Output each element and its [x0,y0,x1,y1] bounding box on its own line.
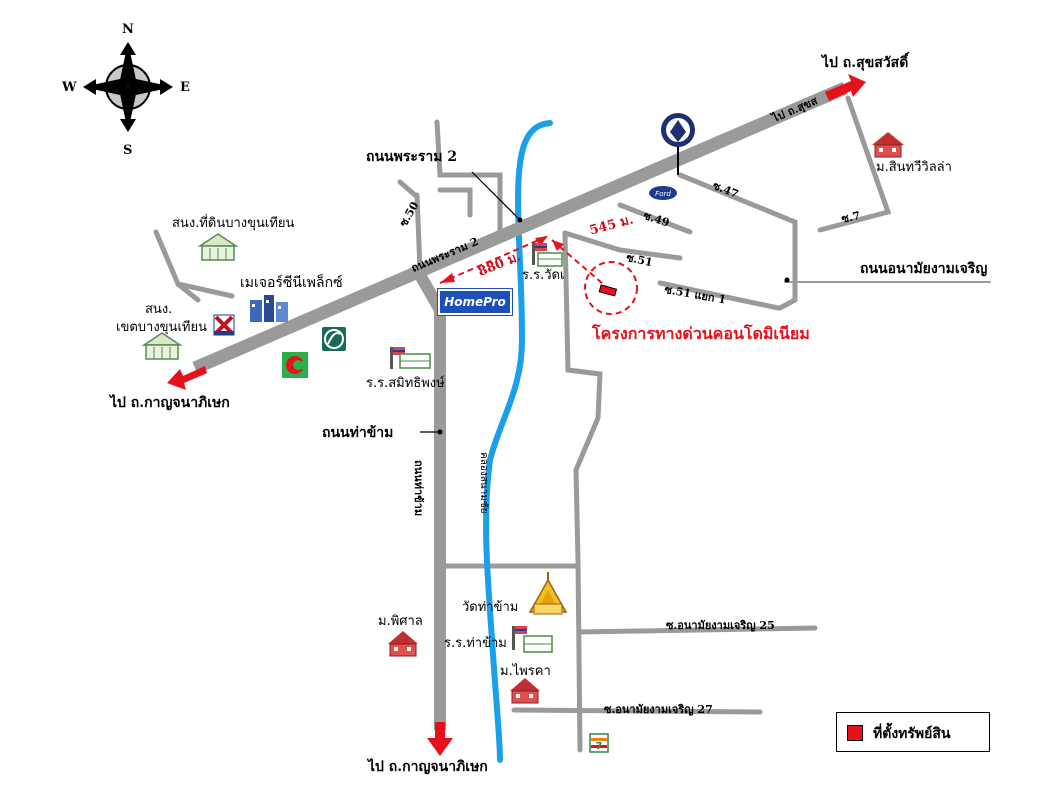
pointer-rama2 [471,171,521,221]
road-soi-51 [562,230,683,261]
legend: ที่ตั้งทรัพย์สิน [836,712,990,752]
label-tha-kham-on-road: ถนนท่าข้าม [412,460,425,517]
legend-property-label: ที่ตั้งทรัพย์สิน [873,726,951,742]
road-soi-27 [511,707,763,715]
label-tha-kham: ถนนท่าข้าม [322,425,394,441]
road-soi-50 [414,192,423,273]
tesco-lotus-icon [322,327,346,351]
bank-logo-icon [661,113,695,175]
canal [483,120,553,763]
compass-east: E [180,80,190,95]
school-icon [512,626,553,653]
label-district-office-1: สนง. [145,302,173,317]
big-c-icon [282,352,308,378]
road-soi-47 [677,172,798,311]
house-icon [388,631,418,657]
label-village-sinthavi: ม.สินทวีวิลล่า [876,160,952,175]
label-canal: คลองสนามชัย [478,452,489,514]
svg-text:Ford: Ford [655,190,671,198]
property-marker [598,284,618,297]
house-icon [872,132,904,158]
school-icon [390,347,431,369]
label-soi-25: ซ.อนามัยงามเจริญ 25 [666,619,775,632]
school-icon [532,243,563,267]
temple-icon [528,572,568,615]
label-village-phruksa: ม.ไพรคา [500,664,551,679]
label-rama2: ถนนพระราม 2 [366,149,458,165]
compass-south: S [123,143,133,158]
label-mega-complex: เมเจอร์ซีนีเพล็กซ์ [240,275,343,291]
road-soi-51-1 [657,280,781,311]
makro-logo-icon [213,314,235,336]
label-school-wat: ร.ร.วัดเ [522,268,565,283]
compass-west: W [62,80,77,95]
label-district-office-2: เขตบางขุนเทียน [116,320,207,335]
ford-logo-icon: Ford [649,186,677,200]
svg-text:7: 7 [596,741,603,752]
compass-north: N [122,22,134,37]
label-land-office: สนง.ที่ดินบางขุนเทียน [172,216,295,231]
distance-line-545 [551,239,611,291]
road-east-canal [562,230,603,563]
label-wat-tha-kham: วัดท่าข้าม [462,600,519,615]
label-anamai: ถนนอนามัยงามเจริญ [860,261,988,277]
road-soi-49 [617,202,693,235]
label-to-kanchana-west: ไป ถ.กาญจนาภิเษก [110,395,230,411]
label-to-kanchana-south: ไป ถ.กาญจนาภิเษก [368,759,488,775]
minor-roads [153,95,991,753]
label-to-sukhsawat: ไป ถ.สุขสวัสดิ์ [822,55,909,71]
district-office-icon [141,332,183,360]
arrow-to-kanchana-south [427,722,453,756]
label-village-phisan: ม.พิศาล [378,614,423,629]
project-circle [584,261,638,315]
road-north-block [434,119,503,233]
homepro-logo-icon: HomePro [437,288,513,316]
road-soi-25 [577,625,818,635]
arrow-to-sukhsawat [825,74,866,101]
road-sukhsawat-branch [817,95,892,233]
land-office-icon [197,233,239,261]
mall-icon [250,295,288,322]
label-school-tha-kham: ร.ร.ท่าข้าม [444,636,507,651]
legend-swatch [847,725,863,741]
label-project: โครงการทางด่วนคอนโดมิเนียม [592,324,810,343]
house-icon [510,678,540,704]
compass-rose-icon [83,42,173,132]
road-rama2 [192,82,848,374]
label-school-samithi: ร.ร.สมิทธิพงษ์ [366,376,445,391]
seven-eleven-icon: 7 [589,733,609,753]
arrow-to-kanchana-west [167,366,207,390]
label-soi-27: ซ.อนามัยงามเจริญ 27 [604,703,713,716]
